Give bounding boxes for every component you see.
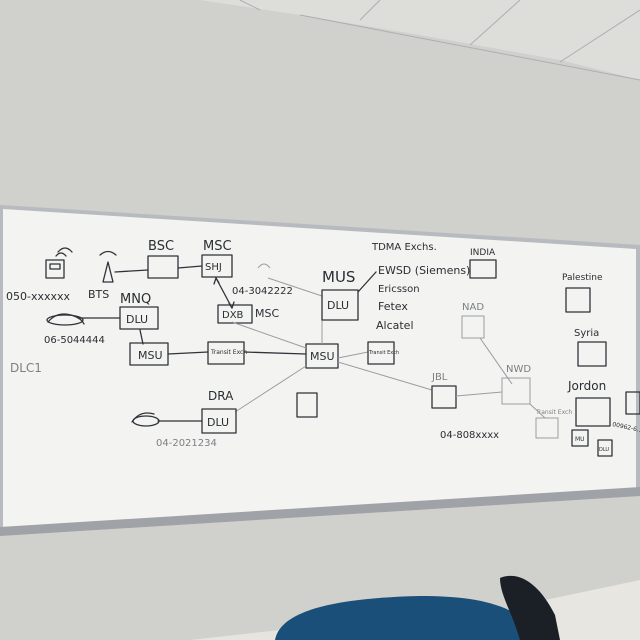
telephone-icon [46, 313, 85, 326]
ewsd-label: EWSD (Siemens) [378, 264, 470, 277]
dra-label: DRA [208, 389, 234, 403]
msc-mid-label: MSC [255, 307, 279, 320]
phone-jbl-number: 04-808xxxx [440, 430, 499, 441]
bts-label: BTS [88, 288, 109, 301]
mobile-phone-icon [45, 247, 73, 279]
right-edge-box [625, 391, 640, 415]
palestine-label: Palestine [562, 273, 603, 283]
msc-top-label: MSC [203, 239, 232, 254]
transit-exch-mid-label: Transit Exch [368, 350, 399, 356]
shj-box [201, 254, 233, 278]
phone-mnq-number: 06-5044444 [44, 335, 105, 346]
tdma-label: TDMA Exchs. [371, 242, 437, 253]
mu-small-box [571, 429, 589, 447]
transit-exch-mid-box [367, 341, 395, 365]
nad-label: NAD [462, 302, 484, 313]
dlu-dra-label: DLU [207, 416, 229, 429]
india-label: INDIA [470, 248, 496, 258]
shj-label: SHJ [205, 262, 222, 273]
phone-dra-number: 04-2021234 [156, 438, 217, 449]
nad-box [461, 315, 485, 339]
alcatel-label: Alcatel [376, 319, 414, 332]
jbl-box [431, 385, 457, 409]
transit-exch-right-label: Transit Exch [535, 409, 572, 416]
jbl-label: JBL [431, 372, 448, 383]
transit-exch-left-box [207, 341, 245, 365]
dlu-mus-label: DLU [327, 299, 349, 312]
dlu-mus-box [321, 289, 359, 321]
room-foreground [190, 575, 640, 640]
bts-tower-icon [99, 250, 117, 283]
transit-exch-left-label: Transit Exch [210, 349, 247, 356]
msu-center-label: MSU [310, 350, 335, 363]
jordon-label: Jordon [567, 379, 606, 393]
mu-small-label: MU [575, 436, 585, 443]
jordon-box [575, 397, 611, 427]
bsc-label: BSC [148, 239, 174, 254]
ceiling [0, 0, 640, 81]
palestine-box [565, 287, 591, 313]
msu-left-label: MSU [138, 349, 163, 362]
fetex-label: Fetex [378, 300, 408, 313]
bsc-box [147, 255, 179, 279]
dlu-mnq-label: DLU [126, 313, 148, 326]
ericsson-label: Ericsson [378, 284, 420, 295]
mus-label: MUS [322, 268, 355, 286]
dlc-label: DLC1 [10, 361, 42, 375]
nwd-box [501, 377, 531, 405]
syria-box [577, 341, 607, 367]
dlu-small-label: DLU [599, 447, 609, 453]
transit-exch-right-box [535, 417, 559, 439]
whiteboard [0, 205, 640, 536]
phone-shj-number: 04-3042222 [232, 286, 293, 297]
chair-back [275, 596, 545, 640]
nwd-label: NWD [506, 364, 531, 375]
blank-box [296, 392, 318, 418]
mnq-label: MNQ [120, 292, 151, 307]
india-box [469, 259, 497, 279]
phone-mobile-number: 050-xxxxxx [6, 290, 71, 303]
dlu-small-box [597, 439, 613, 457]
chair-arm [500, 575, 560, 640]
dxb-label: DXB [222, 310, 244, 321]
syria-label: Syria [574, 328, 599, 339]
